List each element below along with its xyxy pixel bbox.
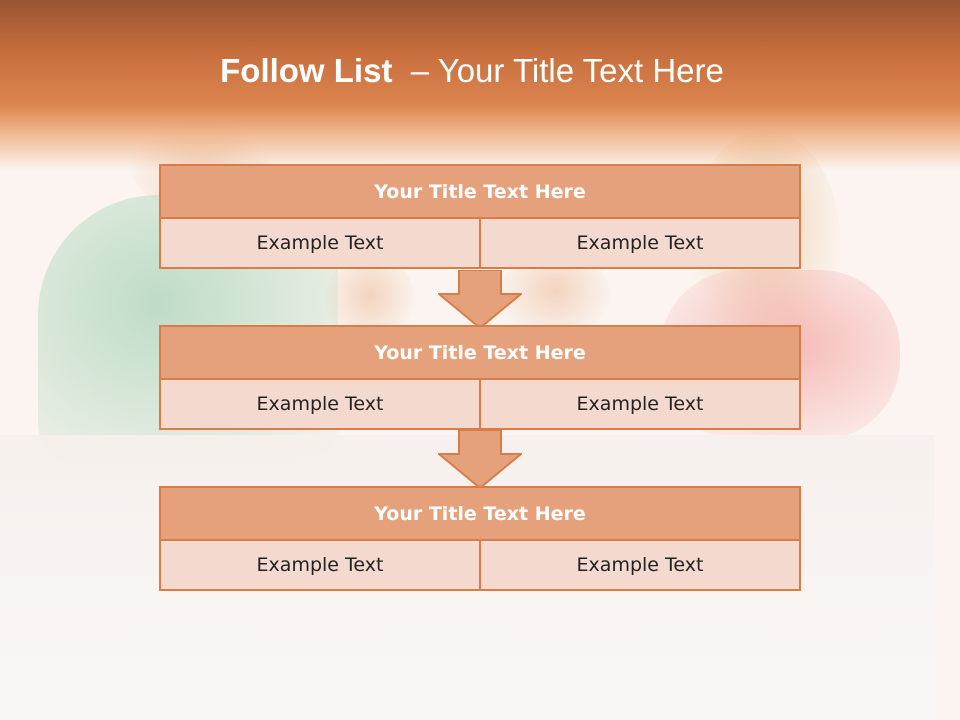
block-cell-right[interactable]: Example Text [481, 380, 801, 430]
block-title[interactable]: Your Title Text Here [159, 486, 801, 541]
down-arrow-icon [438, 430, 522, 490]
list-block-3[interactable]: Your Title Text Here Example Text Exampl… [159, 486, 801, 591]
block-cell-left[interactable]: Example Text [159, 219, 481, 269]
block-row: Example Text Example Text [159, 219, 801, 269]
block-cell-left[interactable]: Example Text [159, 380, 481, 430]
slide-title-rest: – Your Title Text Here [392, 52, 724, 89]
header-band [0, 0, 960, 170]
slide-title-bold: Follow List [220, 52, 393, 89]
block-cell-right[interactable]: Example Text [481, 541, 801, 591]
block-title[interactable]: Your Title Text Here [159, 325, 801, 380]
block-cell-right[interactable]: Example Text [481, 219, 801, 269]
block-title[interactable]: Your Title Text Here [159, 164, 801, 219]
block-row: Example Text Example Text [159, 541, 801, 591]
block-row: Example Text Example Text [159, 380, 801, 430]
slide-title[interactable]: Follow List – Your Title Text Here [0, 52, 944, 90]
down-arrow-icon [438, 270, 522, 330]
block-cell-left[interactable]: Example Text [159, 541, 481, 591]
list-block-2[interactable]: Your Title Text Here Example Text Exampl… [159, 325, 801, 430]
list-block-1[interactable]: Your Title Text Here Example Text Exampl… [159, 164, 801, 269]
